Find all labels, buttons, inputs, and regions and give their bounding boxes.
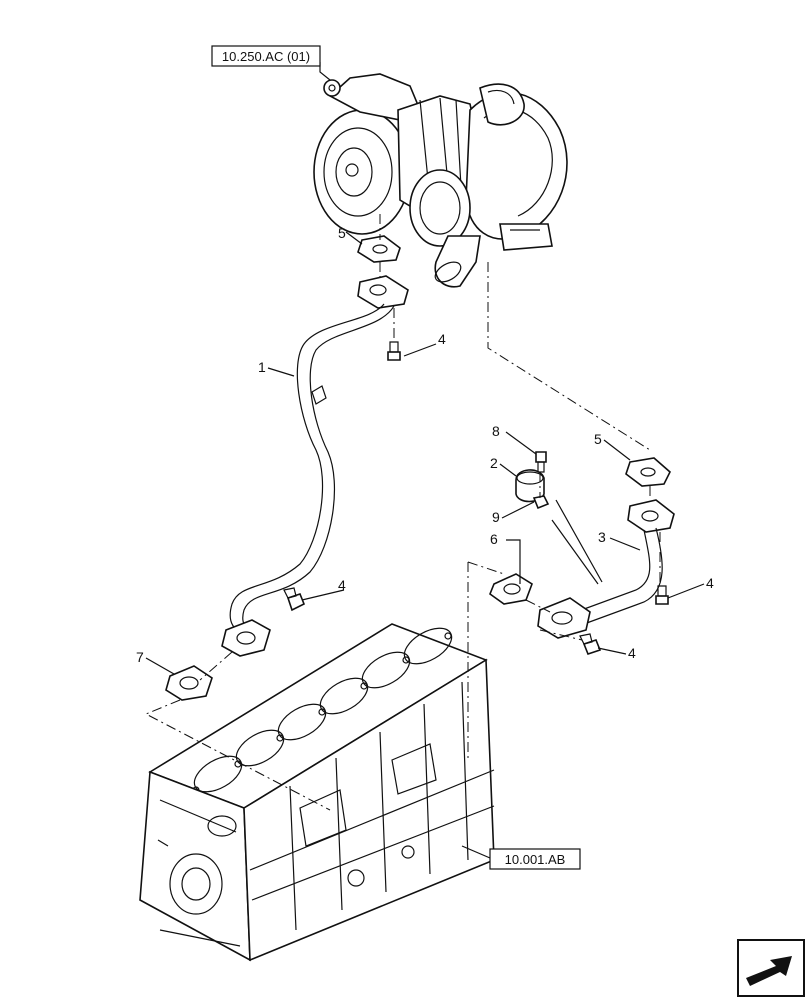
part-1-oil-feed-tube [221, 275, 409, 657]
reference-top-label: 10.250.AC (01) [222, 49, 310, 64]
callout-4-upper: 4 [438, 331, 446, 347]
callout-2: 2 [490, 455, 498, 471]
callout-4-left: 4 [338, 577, 346, 593]
part-4-bolt-b [283, 587, 306, 612]
part-6-gasket [489, 573, 533, 605]
callout-1: 1 [258, 359, 266, 375]
callout-8: 8 [492, 423, 500, 439]
part-4-bolt-d [579, 633, 602, 655]
part-5-gasket-right [625, 457, 671, 487]
reference-box-bottom[interactable]: 10.001.AB [489, 848, 581, 870]
part-8-bolt [535, 451, 547, 473]
callout-9: 9 [492, 509, 500, 525]
callout-numbers: 5 4 1 8 5 2 9 6 3 4 4 4 7 [136, 225, 714, 665]
callout-5-upper: 5 [338, 225, 346, 241]
part-4-bolt-a [387, 341, 401, 361]
callout-7: 7 [136, 649, 144, 665]
callout-5-right: 5 [594, 431, 602, 447]
part-7-gasket [165, 665, 213, 701]
next-page-arrow-icon[interactable] [737, 939, 805, 997]
leader-lines [145, 62, 705, 859]
part-5-gasket-upper [357, 235, 401, 263]
callout-3: 3 [598, 529, 606, 545]
callout-6: 6 [490, 531, 498, 547]
turbocharger-illustration [313, 73, 568, 288]
part-3-oil-return-tube [537, 499, 675, 639]
part-9-nut [532, 495, 550, 510]
part-4-bolt-c [655, 585, 669, 605]
callout-4-bottom: 4 [628, 645, 636, 661]
reference-bottom-label: 10.001.AB [505, 852, 566, 867]
assembly-lines [144, 214, 661, 811]
callout-4-right: 4 [706, 575, 714, 591]
reference-box-top[interactable]: 10.250.AC (01) [211, 45, 321, 67]
part-2-clamp [515, 469, 545, 503]
